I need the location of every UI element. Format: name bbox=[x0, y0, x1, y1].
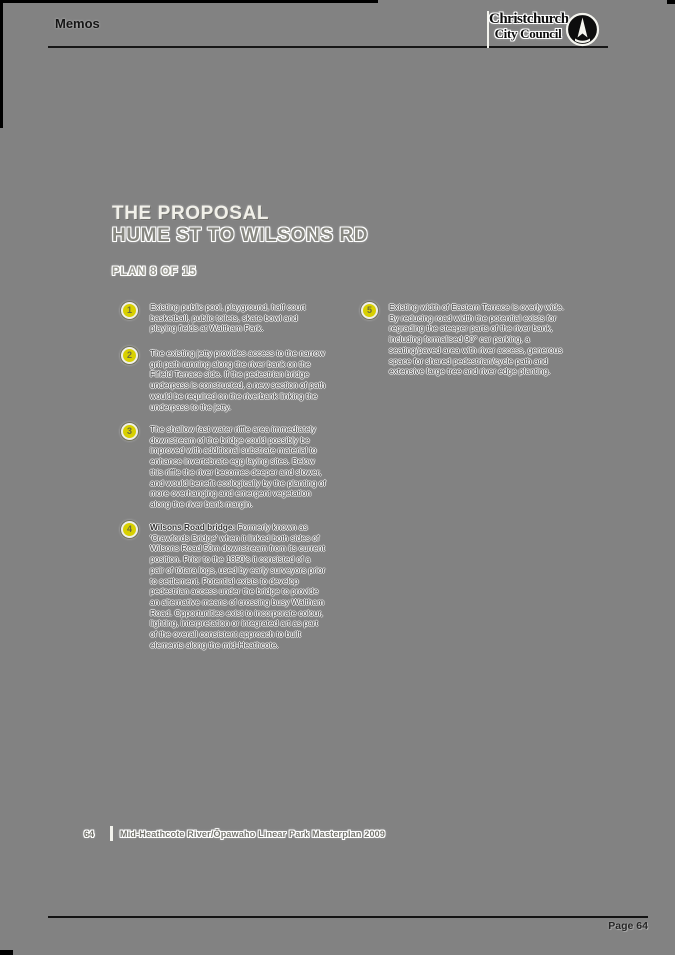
footer-page-number: 64 bbox=[84, 829, 95, 839]
scan-artifact-top-right bbox=[667, 0, 675, 4]
bottom-rule bbox=[48, 916, 648, 918]
council-logo-text: Christchurch City Council bbox=[489, 11, 569, 42]
council-crest-icon bbox=[565, 12, 600, 47]
plan-label: PLAN 8 OF 15 bbox=[112, 266, 197, 278]
bottom-page-label: Page 64 bbox=[608, 920, 648, 932]
logo-divider bbox=[487, 11, 489, 48]
item-5-text: Existing width of Eastern Terrace is ove… bbox=[389, 302, 565, 377]
council-logo-line2: City Council bbox=[494, 26, 562, 42]
item-2-number-badge: 2 bbox=[121, 347, 138, 364]
scan-artifact-top bbox=[0, 0, 378, 3]
scan-artifact-left bbox=[0, 0, 3, 128]
item-4-body: Formerly known as 'Crawfords Bridge' whe… bbox=[150, 522, 326, 650]
item-5-number-badge: 5 bbox=[361, 302, 378, 319]
council-logo-line1: Christchurch bbox=[489, 11, 569, 27]
item-3-number-badge: 3 bbox=[121, 423, 138, 440]
page-title-line2: HUME ST TO WILSONS RD bbox=[112, 225, 369, 246]
item-3-text: The shallow fast water riffle area immed… bbox=[150, 424, 326, 509]
item-4-bold-lead: Wilsons Road bridge: bbox=[150, 522, 236, 532]
footer-divider bbox=[110, 826, 113, 841]
memos-heading: Memos bbox=[55, 16, 100, 31]
item-2-text: The existing jetty provides access to th… bbox=[150, 348, 326, 412]
item-1-number-badge: 1 bbox=[121, 302, 138, 319]
footer-document-title: Mid-Heathcote River/Ōpawaho Linear Park … bbox=[120, 829, 386, 839]
scan-artifact-bottom-left bbox=[0, 950, 13, 955]
item-4-text: Wilsons Road bridge: Formerly known as '… bbox=[150, 522, 326, 650]
page-title-line1: THE PROPOSAL bbox=[112, 203, 270, 224]
item-4-number-badge: 4 bbox=[121, 521, 138, 538]
item-1-text: Existing public pool, playground, half c… bbox=[150, 302, 306, 334]
header-rule bbox=[48, 46, 608, 48]
